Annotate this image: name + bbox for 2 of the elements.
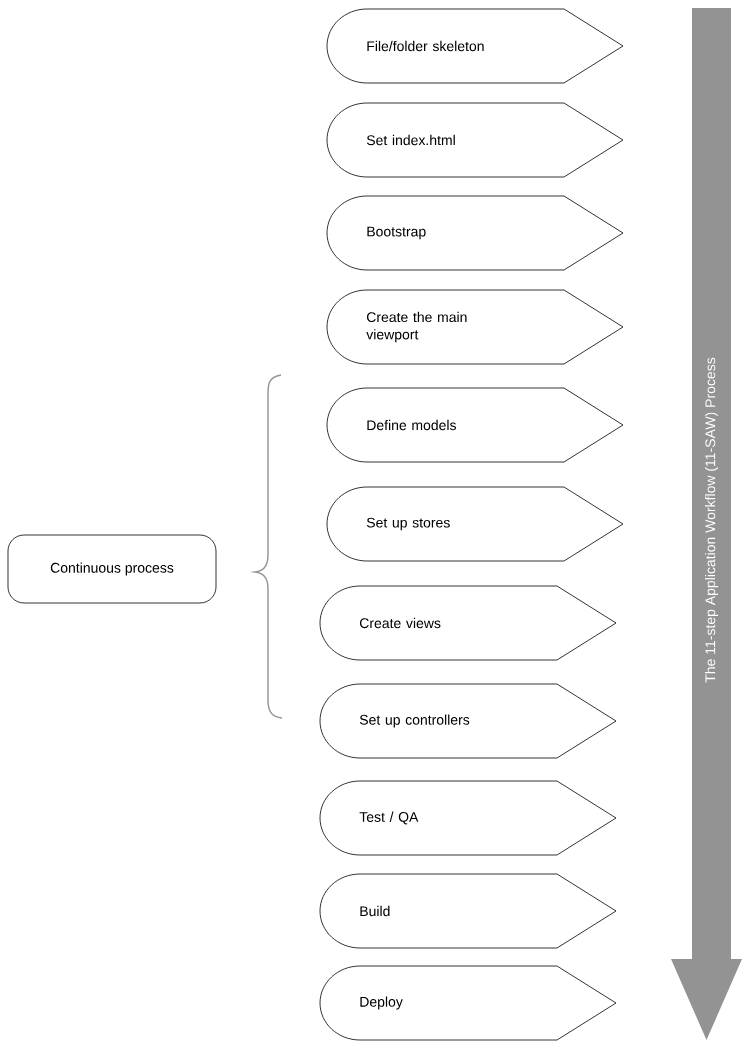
arrow-label: The 11-step Application Workflow (11-SAW) Process <box>705 357 719 683</box>
process-box: Continuous process <box>7 534 217 604</box>
